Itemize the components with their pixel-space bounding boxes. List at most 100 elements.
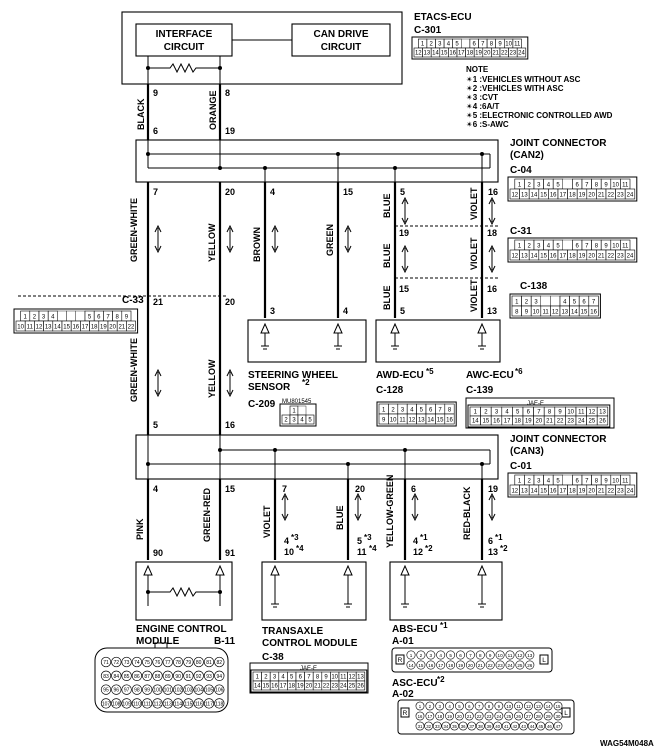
connector-pin: 4 [439,653,442,658]
connector-pin: 9 [558,410,562,416]
connector-pin: 32 [426,724,431,729]
note-item: ✴2 :VEHICLES WITH ASC [466,84,564,93]
jae-label: JAE-E [300,666,317,672]
connector-pin: 23 [487,714,492,719]
wire-color-label: BLUE [335,506,345,531]
connector-pin: 13 [521,489,528,495]
connector-pin: 88 [155,674,161,680]
connector-pin: 47 [556,724,561,729]
connector-pin: 10 [533,310,540,316]
connector-pin: 9 [604,479,608,485]
connector-pin: 12 [526,704,531,709]
connector-pin: 2 [484,410,488,416]
pin-label: 16 [488,187,498,197]
connector-pin: 22 [477,714,482,719]
connector-pin: 1 [518,183,522,189]
can-drive-circuit-box [291,23,391,57]
connector-pin: 22 [323,684,330,690]
connector-pin: 17 [559,193,566,199]
connector-pin: 6 [576,244,580,250]
connector-pin: 2 [391,408,395,414]
connector-pin: 21 [467,714,472,719]
note-item: ✴6 :S-AWC [466,120,509,129]
connector-pin: 81 [206,660,212,666]
connector-pin: 2 [284,418,288,424]
connector-pin: 20 [536,419,543,425]
connector-pin: 1 [292,409,296,415]
termination-resistor-icon [148,586,220,598]
connector-pin: 21 [492,51,499,57]
connector-pin: 12 [511,489,518,495]
connector-pin: 15 [556,704,561,709]
connector-pin: 20 [468,663,474,668]
connector-pin: 7 [438,408,442,414]
connector-pin: 15 [441,51,448,57]
pin-label: 13 [487,306,497,316]
b11-connector-id: B-11 [214,636,236,647]
connector-pin: 102 [174,688,183,694]
connector-pin: 16 [449,51,456,57]
pin-label: 9 [153,88,158,98]
note-title: NOTE [466,65,489,74]
connector-pin: 2 [33,315,37,321]
connector-pin: 24 [496,714,501,719]
connector-pin: 40 [495,724,500,729]
pin-label: 15 [343,187,353,197]
connector-pin: 5 [290,675,294,681]
wire-color-label: VIOLET [469,237,479,270]
interface-circuit-label-1: INTERFACE [156,29,213,40]
connector-pin: 96 [114,688,120,694]
termination-resistor-icon [148,62,220,74]
c38-connector-id: C-38 [262,652,284,663]
connector-pin: 10 [506,704,511,709]
signal-direction-arrows [281,492,496,522]
connector-pin: 21 [478,663,484,668]
connector-pin: 20 [588,254,595,260]
pin-label: 19 [225,126,235,136]
input-buffer-icon [400,564,487,608]
wire-color-label: VIOLET [262,505,272,538]
connector-pin: 18 [288,684,295,690]
connector-pin: 19 [297,684,304,690]
pin-label: 5 [400,306,405,316]
steering-sensor-title-1: STEERING WHEEL [248,370,338,381]
wire-color-label: VIOLET [469,187,479,220]
connector-pin: 116 [195,701,203,707]
connector-pin: 16 [428,663,434,668]
connector-pin: 20 [109,325,116,331]
connector-pin: 1 [518,244,522,250]
pin-note: *2 [425,544,433,553]
connector-pin: 20 [306,684,313,690]
connector-pin: 30 [556,714,561,719]
input-buffer-icon [390,322,487,350]
connector-pin: 17 [458,51,465,57]
connector-pin: 23 [617,193,624,199]
connector-pin: 14 [472,419,479,425]
connector-pin: 3 [273,675,277,681]
pin-label: 20 [225,187,235,197]
connector-pin: 22 [488,663,494,668]
awc-ecu-note: *6 [515,367,523,376]
connector-pin: 6 [576,183,580,189]
connector-pin: 11 [578,410,585,416]
connector-pin: 2 [528,244,532,250]
connector-pin: 4 [281,675,285,681]
wire-color-label: RED-BLACK [462,486,472,540]
pin-label: 6 [488,536,493,546]
wire-color-label: VIOLET [469,279,479,312]
connector-pin: 6 [582,300,586,306]
connector-pin: 3 [537,183,541,189]
connector-a01-housing [391,647,553,673]
connector-pin: 28 [536,714,541,719]
connector-pin: 15 [540,193,547,199]
pin-label: 10 [284,547,294,557]
connector-pin: 8 [595,479,599,485]
connector-pin: 23 [617,489,624,495]
abs-asc-ecu-box [389,561,503,621]
wire-color-label: BROWN [252,227,262,262]
connector-pin: 42 [512,724,517,729]
